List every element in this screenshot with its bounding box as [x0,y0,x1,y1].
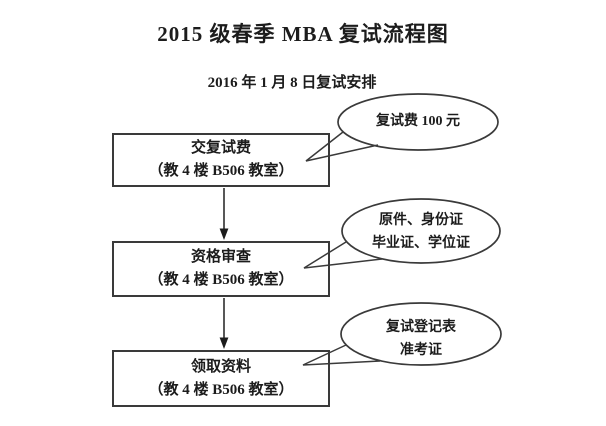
callout-line: 复试费 100 元 [376,114,460,129]
flow-box-pay-fee: 交复试费 （教 4 楼 B506 教室） [112,133,330,187]
down-arrow-2-icon [219,298,229,349]
callout-line: 原件、身份证 [379,213,463,228]
flow-box-collect-materials: 领取资料 （教 4 楼 B506 教室） [112,350,330,407]
page-title: 2015 级春季 MBA 复试流程图 [157,22,449,46]
step-name: 资格审查 [190,249,251,265]
flow-box-qualification-review: 资格审查 （教 4 楼 B506 教室） [112,241,330,297]
callout-line: 毕业证、学位证 [372,236,470,251]
step-name: 交复试费 [190,140,251,156]
down-arrow-1-icon [219,188,229,240]
callout-line: 准考证 [400,343,442,358]
step-location: （教 4 楼 B506 教室） [148,163,294,179]
callout-label-fee: 复试费 100 元 [338,110,498,133]
callout-label-materials: 复试登记表 准考证 [341,316,501,362]
step-location: （教 4 楼 B506 教室） [148,272,294,288]
page-subtitle: 2016 年 1 月 8 日复试安排 [207,75,377,91]
callout-line: 复试登记表 [386,320,456,335]
step-location: （教 4 楼 B506 教室） [148,381,294,398]
step-name: 领取资料 [190,358,251,375]
callout-label-documents: 原件、身份证 毕业证、学位证 [341,209,501,255]
